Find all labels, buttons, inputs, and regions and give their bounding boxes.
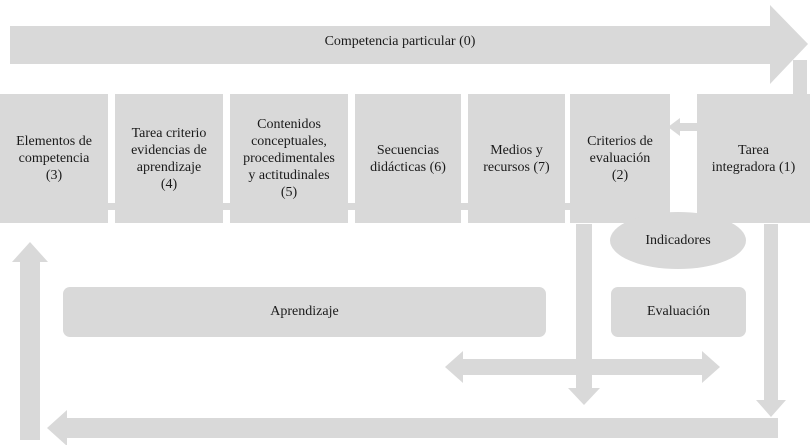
box-secuencias-didacticas-label: Secuencias didácticas (6) — [370, 142, 446, 175]
box-contenidos: Contenidos conceptuales, procedimentales… — [230, 94, 348, 223]
box-secuencias-didacticas: Secuencias didácticas (6) — [355, 94, 461, 223]
box-medios-recursos-label: Medios y recursos (7) — [483, 142, 550, 175]
box-tarea-integradora-label: Tarea integradora (1) — [711, 142, 796, 175]
arrow-left-up — [12, 242, 48, 440]
connector-banner-to-tarea — [793, 60, 807, 98]
evaluacion-label: Evaluación — [647, 304, 710, 319]
box-tarea-criterio-label: Tarea criterio evidencias de aprendizaje… — [131, 125, 207, 192]
evaluacion-box: Evaluación — [611, 287, 746, 337]
box-criterios-evaluacion-label: Criterios de evaluación (2) — [587, 134, 653, 183]
box-tarea-integradora: Tarea integradora (1) — [697, 94, 810, 223]
arrow-tarea-down — [756, 224, 786, 417]
aprendizaje-box: Aprendizaje — [63, 287, 546, 337]
arrow-criterios-down — [568, 224, 600, 405]
aprendizaje-label: Aprendizaje — [270, 304, 339, 319]
indicadores-label: Indicadores — [645, 232, 711, 248]
indicadores-ellipse: Indicadores — [610, 212, 746, 269]
banner-arrow — [10, 5, 808, 84]
box-contenidos-label: Contenidos conceptuales, procedimentales… — [243, 117, 335, 200]
banner-label: Competencia particular (0) — [324, 34, 476, 49]
arrow-bottom-left — [47, 410, 778, 445]
box-elementos-competencia: Elementos de competencia (3) — [0, 94, 108, 223]
box-medios-recursos: Medios y recursos (7) — [468, 94, 565, 223]
box-elementos-competencia-label: Elementos de competencia (3) — [16, 134, 92, 183]
arrow-tarea-to-criterios — [668, 118, 697, 136]
box-criterios-evaluacion: Criterios de evaluación (2) — [570, 94, 670, 223]
box-tarea-criterio: Tarea criterio evidencias de aprendizaje… — [115, 94, 223, 223]
double-arrow — [445, 351, 720, 383]
